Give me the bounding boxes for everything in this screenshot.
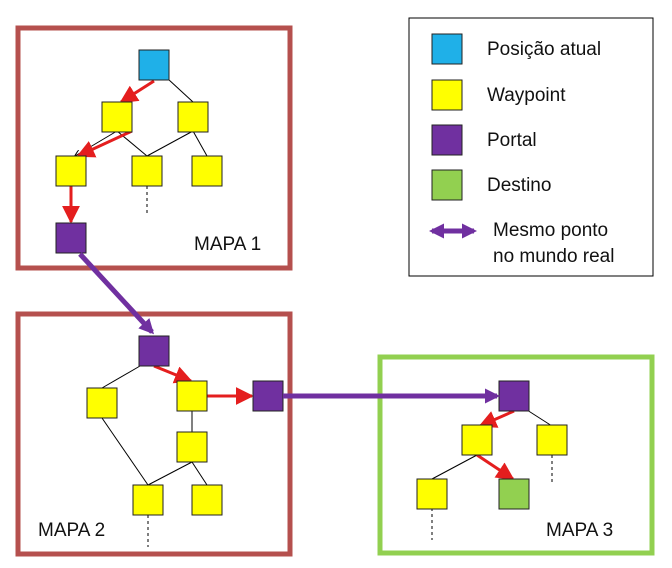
map3-label: MAPA 3 <box>546 520 613 541</box>
map2-label: MAPA 2 <box>38 520 105 541</box>
map3: MAPA 3 <box>416 380 613 541</box>
legend-waypoint-swatch <box>431 79 463 111</box>
map1-waypoint-node <box>191 155 223 187</box>
map2-waypoint-node <box>191 484 223 516</box>
map1-frame <box>15 25 293 271</box>
map2-edge <box>191 461 208 486</box>
map3-frame <box>377 354 655 556</box>
map1-waypoint-node <box>131 155 163 187</box>
map2-edge <box>101 365 141 389</box>
map2-edge <box>101 417 149 486</box>
map2-waypoint-node <box>132 484 164 516</box>
map1-edge <box>167 78 194 103</box>
map3-destination-node <box>498 478 530 510</box>
map1-waypoint-node <box>101 101 133 133</box>
portal-link-map1-map2 <box>78 252 155 335</box>
map1-portal-node <box>55 222 87 254</box>
map1-waypoint-node <box>55 155 87 187</box>
map1-label: MAPA 1 <box>194 234 261 255</box>
map2-frame <box>15 311 293 557</box>
map3-waypoint-node <box>536 424 568 456</box>
map2-waypoint-node <box>176 431 208 463</box>
map3-path-arrow <box>476 453 515 481</box>
map3-edge <box>526 409 553 427</box>
map2-portal-node <box>138 335 170 367</box>
legend-current-label: Posição atual <box>487 39 601 60</box>
legend: Posição atual Waypoint Portal Destino Me… <box>408 17 654 277</box>
map1-edge <box>192 130 208 157</box>
map3-portal-node <box>498 380 530 412</box>
map1-path-arrow <box>76 129 133 158</box>
legend-destination-label: Destino <box>487 175 551 196</box>
legend-current-swatch <box>431 33 463 65</box>
legend-same-point-label-line2: no mundo real <box>493 246 614 267</box>
map2: MAPA 2 <box>38 335 284 547</box>
map1-waypoint-node <box>177 101 209 133</box>
legend-same-point-label-line1: Mesmo ponto <box>493 220 608 241</box>
map1-current-position-node <box>138 49 170 81</box>
map3-edge <box>431 454 478 480</box>
map2-waypoint-node <box>86 387 118 419</box>
legend-waypoint-label: Waypoint <box>487 85 566 106</box>
map3-waypoint-node <box>416 478 448 510</box>
legend-portal-swatch <box>431 124 463 156</box>
map3-path-arrow <box>478 409 515 428</box>
map3-waypoint-node <box>461 424 493 456</box>
map2-waypoint-node <box>176 380 208 412</box>
legend-destination-swatch <box>431 169 463 201</box>
map2-edge <box>147 461 193 486</box>
map1-path-arrow <box>119 79 155 104</box>
legend-portal-label: Portal <box>487 130 537 151</box>
map2-portal-node <box>252 380 284 412</box>
map1: MAPA 1 <box>55 49 261 255</box>
map1-edge-arrow <box>75 130 118 156</box>
map1-edge <box>146 130 194 157</box>
map2-path-arrow <box>153 364 193 384</box>
